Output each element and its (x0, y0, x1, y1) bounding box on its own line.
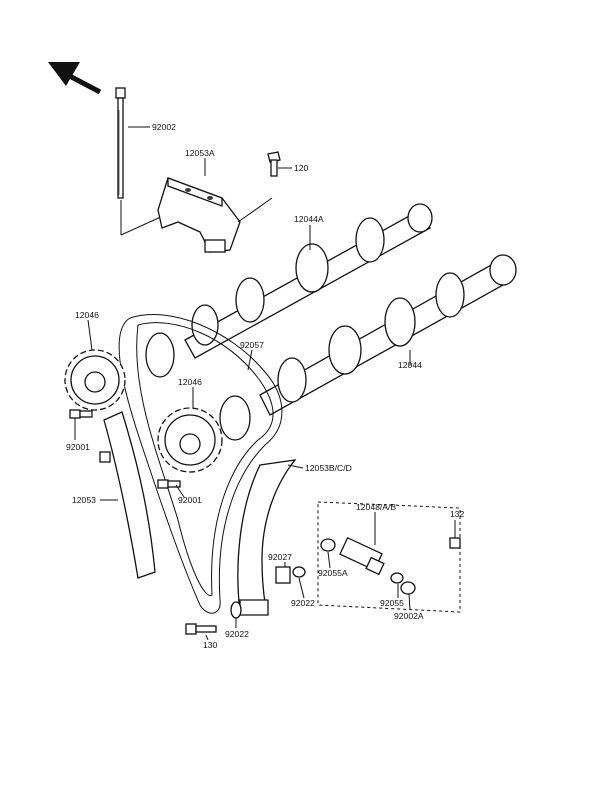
plug-92002A (400, 581, 416, 595)
long-bolt-part (115, 87, 126, 199)
label-92027: 92027 (268, 552, 292, 562)
cam-chain-tensioner-part (339, 536, 385, 576)
label-12044: 12044 (398, 360, 422, 370)
cam-chain-part (118, 314, 283, 614)
label-12044A: 12044A (294, 214, 324, 224)
label-132: 132 (450, 509, 465, 519)
lower-cam-sprocket-part (157, 407, 223, 473)
spacer-92027 (275, 566, 291, 584)
label-92057: 92057 (240, 340, 264, 350)
label-12048AB: 12048/A/B (356, 502, 396, 512)
label-92001-a: 92001 (66, 442, 90, 452)
tensioner-dashed-box (317, 501, 461, 613)
cam-chain-inner (136, 322, 274, 596)
leader-lines (74, 126, 456, 641)
sprocket-bolt-part-b (157, 479, 181, 489)
washer-92022-a (292, 566, 306, 578)
label-12053BCD: 12053B/C/D (305, 463, 352, 473)
washer-92022-b (230, 601, 242, 619)
sprocket-bolt-part-a (69, 409, 93, 419)
o-ring-92055 (390, 572, 404, 584)
chain-guide-part (99, 411, 156, 579)
holder-bolt-line (237, 197, 273, 223)
label-12046-b: 12046 (178, 377, 202, 387)
upper-camshaft-part (145, 203, 433, 378)
label-12046-a: 12046 (75, 310, 99, 320)
bolt-guide-line-2 (120, 214, 166, 236)
label-12053A: 12053A (185, 148, 215, 158)
guide-bolt-part (185, 623, 217, 635)
label-130: 130 (203, 640, 218, 650)
upper-cam-sprocket-part (64, 349, 126, 411)
label-92055A: 92055A (318, 568, 348, 578)
cam-chain-guide-holder-part (157, 177, 241, 253)
label-92002A: 92002A (394, 611, 424, 621)
label-120: 120 (294, 163, 309, 173)
label-92002-top: 92002 (152, 122, 176, 132)
small-bolt-part (267, 151, 281, 177)
tensioner-guide-part (237, 459, 297, 616)
label-92001-b: 92001 (178, 495, 202, 505)
label-92022-a: 92022 (291, 598, 315, 608)
label-12053: 12053 (72, 495, 96, 505)
lower-camshaft-part (219, 254, 517, 441)
label-92055: 92055 (380, 598, 404, 608)
tensioner-bolt-part (449, 537, 461, 549)
label-92022-b: 92022 (225, 629, 249, 639)
front-direction-arrow-icon (48, 62, 102, 95)
o-ring-92055A (320, 538, 336, 552)
